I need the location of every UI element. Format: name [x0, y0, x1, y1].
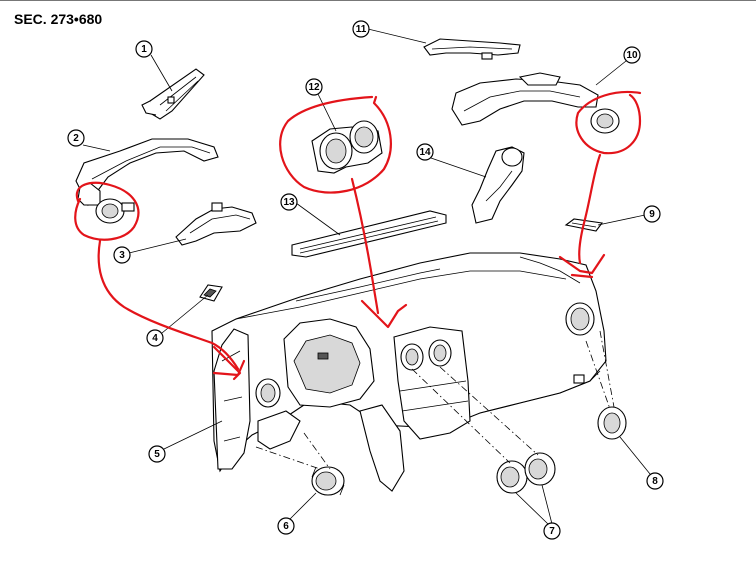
callout-number: 9: [649, 209, 655, 220]
callout-9: 9: [643, 205, 661, 223]
callout-5: 5: [148, 445, 166, 463]
callout-circle: [113, 246, 131, 264]
callout-circle: [67, 129, 85, 147]
callout-circle: [305, 78, 323, 96]
callout-circle: [352, 20, 370, 38]
callout-circle: [623, 46, 641, 64]
callout-circle: [148, 445, 166, 463]
part-8-vent: [597, 406, 627, 440]
callout-8: 8: [646, 472, 664, 490]
part-14-vertical-duct: [471, 146, 525, 224]
callout-circle: [280, 193, 298, 211]
callout-number: 6: [283, 521, 289, 532]
callout-1: 1: [135, 40, 153, 58]
part-3-lower-duct: [175, 202, 257, 246]
callout-circle: [416, 143, 434, 161]
callout-3: 3: [113, 246, 131, 264]
callout-number: 11: [356, 24, 367, 35]
part-7-vents: [496, 452, 556, 494]
callout-13: 13: [280, 193, 298, 211]
callout-circle: [643, 205, 661, 223]
callout-4: 4: [146, 329, 164, 347]
callout-7: 7: [543, 522, 561, 540]
callout-circle: [135, 40, 153, 58]
callout-6: 6: [277, 517, 295, 535]
callout-circle: [646, 472, 664, 490]
part-13-defroster-grille: [291, 210, 447, 258]
instrument-panel: [211, 252, 607, 492]
callout-number: 5: [154, 449, 160, 460]
callout-number: 8: [652, 476, 658, 487]
callout-number: 2: [73, 133, 79, 144]
callout-2: 2: [67, 129, 85, 147]
part-2-left-duct: [75, 138, 219, 224]
part-10-right-duct: [451, 72, 620, 134]
callout-number: 12: [308, 82, 320, 93]
callout-circle: [146, 329, 164, 347]
callout-10: 10: [623, 46, 641, 64]
part-1-bracket: [141, 68, 205, 120]
callout-number: 10: [626, 50, 638, 61]
callout-14: 14: [416, 143, 434, 161]
callout-11: 11: [352, 20, 370, 38]
part-11-top-duct: [423, 38, 521, 60]
leader-lines: [82, 28, 651, 525]
callout-number: 4: [152, 333, 158, 344]
part-12-center-vents: [311, 120, 383, 174]
section-number: SEC. 273•680: [14, 11, 103, 27]
part-6-vent: [311, 466, 345, 496]
callout-12: 12: [305, 78, 323, 96]
red-annotations: [74, 90, 642, 381]
callout-number: 14: [419, 147, 431, 158]
callout-circle: [277, 517, 295, 535]
callout-circle: [543, 522, 561, 540]
callout-number: 7: [549, 526, 555, 537]
callout-number: 3: [119, 250, 125, 261]
callout-number: 13: [283, 197, 295, 208]
assembly-lines: [255, 330, 615, 470]
callout-number: 1: [141, 44, 147, 55]
